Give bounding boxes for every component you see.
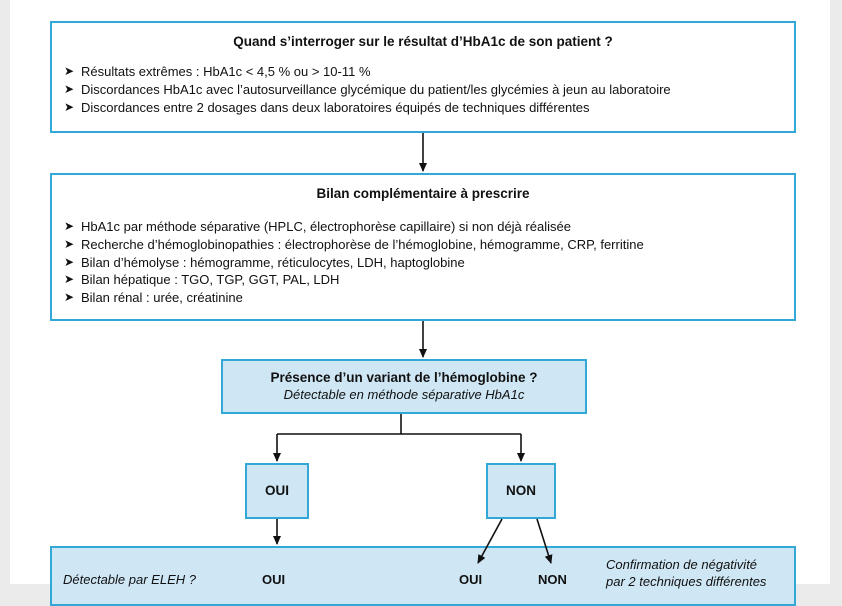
box-when-to-question: Quand s’interroger sur le résultat d’HbA… (50, 21, 796, 133)
box-when-to-question-title: Quand s’interroger sur le résultat d’HbA… (233, 34, 613, 49)
box-variant-question-subtitle: Détectable en méthode séparative HbA1c (283, 387, 525, 402)
box-variant-question: Présence d’un variant de l’hémoglobine ?… (221, 359, 587, 414)
eleh-answer-oui-left: OUI (262, 572, 286, 587)
arrow-bullet-icon: ➤ (64, 219, 75, 233)
negativity-confirmation-line2: par 2 techniques différentes (606, 574, 767, 589)
arrow-bullet-icon: ➤ (64, 272, 75, 287)
branch-oui-box: OUI (245, 463, 309, 519)
arrow-bullet-icon: ➤ (64, 81, 75, 96)
arrow-bullet-icon: ➤ (64, 254, 75, 269)
branch-non-label: NON (506, 483, 536, 498)
eleh-answer-non-mid: NON (538, 572, 567, 587)
arrow-bullet-icon: ➤ (64, 64, 75, 78)
negativity-confirmation-line1: Confirmation de négativité (606, 557, 758, 572)
box-variant-question-title: Présence d’un variant de l’hémoglobine ? (270, 370, 538, 385)
list-item: ➤Bilan d’hémolyse : hémogramme, réticulo… (64, 254, 465, 270)
list-item: ➤Discordances entre 2 dosages dans deux … (64, 99, 590, 115)
box-additional-tests-title: Bilan complémentaire à prescrire (316, 186, 530, 201)
box-additional-tests: Bilan complémentaire à prescrire ➤HbA1c … (50, 173, 796, 321)
box-eleh-detection: Détectable par ELEH ? OUI OUI NON Confir… (50, 546, 796, 606)
list-item: ➤Discordances HbA1c avec l’autosurveilla… (64, 81, 671, 97)
arrow-bullet-icon: ➤ (64, 290, 75, 305)
eleh-answer-oui-mid: OUI (459, 572, 483, 587)
list-item: ➤HbA1c par méthode séparative (HPLC, éle… (64, 219, 571, 234)
list-item: ➤Bilan rénal : urée, créatinine (64, 290, 243, 306)
diagram-page: Quand s’interroger sur le résultat d’HbA… (10, 0, 830, 606)
arrow-bullet-icon: ➤ (64, 99, 75, 114)
box-when-to-question-list: ➤Résultats extrêmes : HbA1c < 4,5 % ou >… (64, 63, 794, 116)
arrow-bullet-icon: ➤ (64, 236, 75, 251)
branch-non-box: NON (486, 463, 556, 519)
eleh-question: Détectable par ELEH ? (63, 572, 196, 587)
box-additional-tests-list: ➤HbA1c par méthode séparative (HPLC, éle… (64, 218, 794, 307)
branch-oui-label: OUI (264, 483, 289, 498)
list-item: ➤Bilan hépatique : TGO, TGP, GGT, PAL, L… (64, 272, 340, 288)
list-item: ➤Résultats extrêmes : HbA1c < 4,5 % ou >… (64, 64, 371, 79)
list-item: ➤Recherche d’hémoglobinopathies : électr… (64, 236, 644, 252)
